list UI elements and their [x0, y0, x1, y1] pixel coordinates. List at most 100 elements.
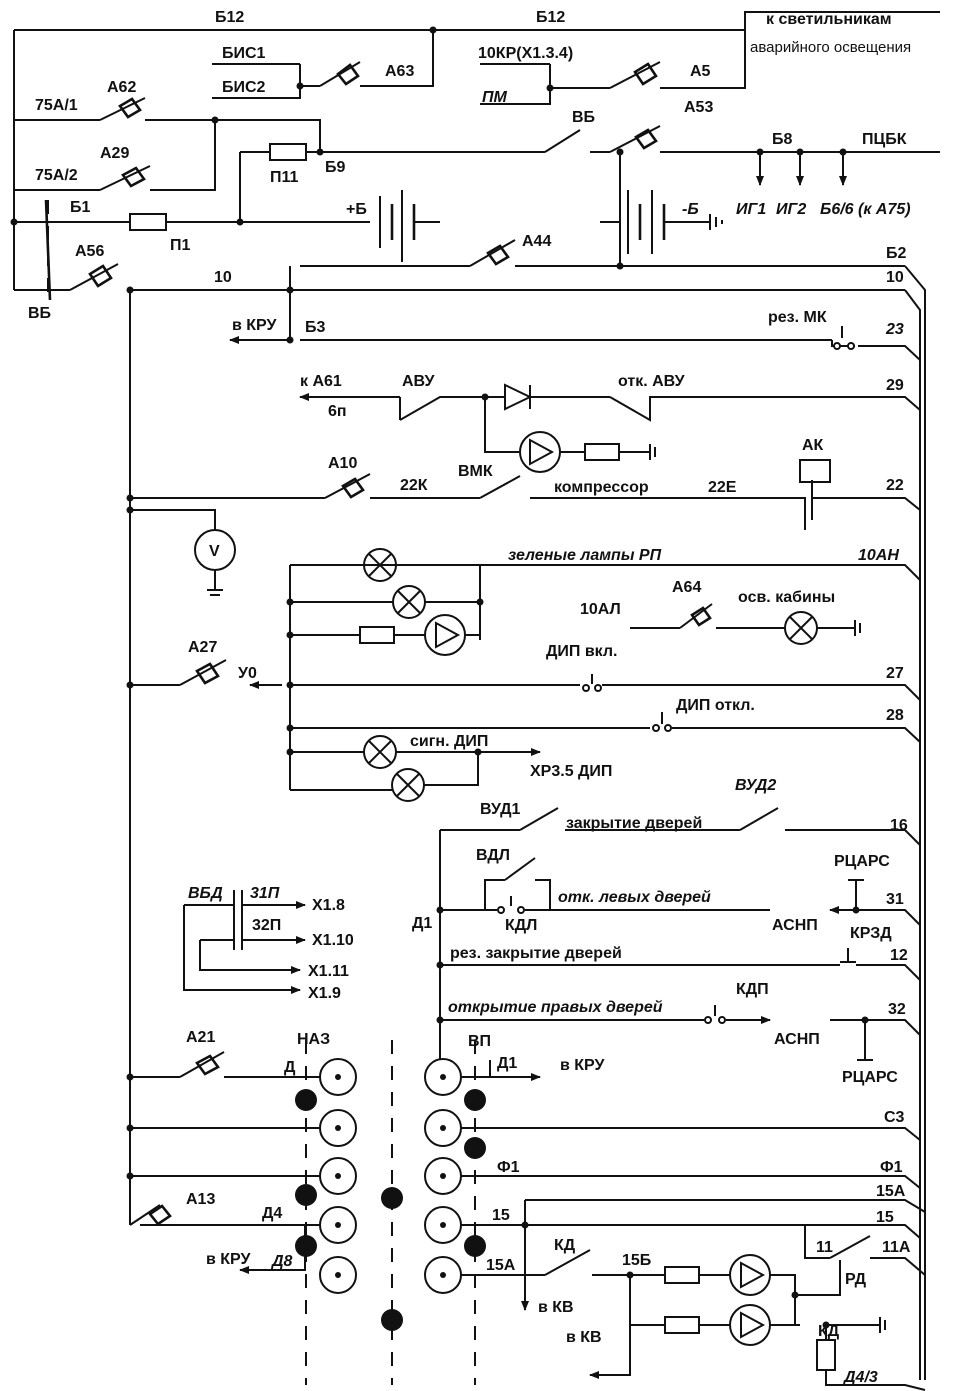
label-c3: С3 [884, 1109, 905, 1126]
label-b12-left: Б12 [215, 9, 244, 26]
label-10ah: 10АН [858, 547, 899, 564]
label-f1-right: Ф1 [880, 1159, 903, 1176]
label-ig2: ИГ2 [776, 201, 806, 218]
label-kdl: КДЛ [505, 917, 537, 934]
connectors-section [129, 1040, 926, 1391]
label-a56: А56 [75, 243, 104, 260]
label-a21: А21 [186, 1029, 215, 1046]
label-avu: АВУ [402, 373, 436, 390]
lamps-section [130, 548, 921, 802]
label-a64: А64 [672, 579, 701, 596]
label-x111: Х1.11 [308, 963, 349, 980]
label-cab-light: осв. кабины [738, 589, 835, 606]
label-v-kv-1: в КВ [538, 1299, 574, 1316]
label-otk-left: отк. левых дверей [558, 889, 711, 906]
label-b12-mid: Б12 [536, 9, 565, 26]
label-11a: 11А [882, 1239, 911, 1256]
battery-section [14, 152, 905, 301]
label-x18: Х1.8 [312, 897, 345, 914]
label-w22: 22 [886, 477, 904, 494]
label-v-kru-1: в КРУ [232, 317, 278, 334]
breaker-rows [14, 97, 940, 222]
label-a10: А10 [328, 455, 357, 472]
label-sign-dip: сигн. ДИП [410, 733, 488, 750]
label-vud1: ВУД1 [480, 801, 520, 818]
label-vdl: ВДЛ [476, 847, 510, 864]
doors-section [439, 807, 921, 1061]
label-31p: 31П [250, 885, 280, 902]
label-f1-left: Ф1 [497, 1159, 520, 1176]
label-asnp-1: АСНП [772, 917, 818, 934]
label-vbd: ВБД [188, 885, 223, 902]
label-asnp-2: АСНП [774, 1031, 820, 1048]
label-v-kru-3: в КРУ [206, 1251, 252, 1268]
junction-dots [10, 26, 869, 1329]
label-kd-2: КД [818, 1323, 840, 1340]
label-w31: 31 [886, 891, 904, 908]
label-a13: А13 [186, 1191, 215, 1208]
label-d1-conn: Д1 [497, 1055, 517, 1072]
label-close-doors: закрытие дверей [566, 815, 702, 832]
label-x110: Х1.10 [312, 932, 354, 949]
label-k-a61: к А61 [300, 373, 342, 390]
label-plus-b: +Б [346, 201, 367, 218]
label-w10-left: 10 [214, 269, 232, 286]
label-w6p: 6п [328, 403, 347, 420]
label-w11: 11 [816, 1239, 833, 1256]
label-d8: Д8 [270, 1253, 293, 1270]
label-d4: Д4 [262, 1205, 282, 1222]
label-v-kru-2: в КРУ [560, 1057, 606, 1074]
label-u0: У0 [238, 665, 257, 682]
label-vb-top: ВБ [572, 109, 595, 126]
label-vmk: ВМК [458, 463, 493, 480]
label-vp: ВП [468, 1033, 491, 1050]
label-minus-b: -Б [682, 201, 699, 218]
label-a44: А44 [522, 233, 551, 250]
label-22e: 22Е [708, 479, 737, 496]
label-rez-mk: рез. МК [768, 309, 827, 326]
label-pcbk: ПЦБК [862, 131, 907, 148]
schematic-labels: Б12 Б12 к светильникам аварийного освеще… [28, 9, 911, 1386]
label-voltmeter: V [209, 543, 220, 560]
label-bis1: БИС1 [222, 45, 266, 62]
label-kd-1: КД [554, 1237, 576, 1254]
label-kr3d: КРЗД [850, 925, 892, 942]
label-p11: П11 [270, 169, 299, 186]
vbd-switch [183, 890, 306, 994]
label-b3: Б3 [305, 319, 326, 336]
label-d-conn: Д [284, 1059, 296, 1076]
label-p1: П1 [170, 237, 191, 254]
label-a63: А63 [385, 63, 414, 80]
label-bis2: БИС2 [222, 79, 266, 96]
label-ig1: ИГ1 [736, 201, 766, 218]
label-b6-6: Б6/6 (к А75) [820, 201, 911, 218]
label-ak: АК [802, 437, 824, 454]
label-naz: НАЗ [297, 1031, 330, 1048]
label-w16: 16 [890, 817, 908, 834]
label-a62: А62 [107, 79, 136, 96]
label-green-lamps: зеленые лампы РП [508, 547, 662, 564]
label-vud2: ВУД2 [735, 777, 776, 794]
label-32p: 32П [252, 917, 281, 934]
label-rcars-2: РЦАРС [842, 1069, 898, 1086]
label-22k: 22К [400, 477, 428, 494]
label-b9: Б9 [325, 159, 346, 176]
label-b1: Б1 [70, 199, 91, 216]
label-dip-off: ДИП откл. [676, 697, 755, 714]
label-x19: Х1.9 [308, 985, 341, 1002]
label-rez-close: рез. закрытие дверей [450, 945, 622, 962]
label-rd: РД [845, 1271, 867, 1288]
label-w27: 27 [886, 665, 904, 682]
label-w32: 32 [888, 1001, 906, 1018]
label-pm: ПМ [482, 89, 508, 106]
label-vb-left: ВБ [28, 305, 51, 322]
label-d1-left: Д1 [412, 915, 432, 932]
label-w15-left: 15 [492, 1207, 510, 1224]
label-dip-on: ДИП вкл. [546, 643, 618, 660]
label-w15-right: 15 [876, 1209, 894, 1226]
label-w23: 23 [885, 321, 904, 338]
label-w10-right: 10 [886, 269, 904, 286]
label-kr10: 10КР(Х1.3.4) [478, 45, 573, 62]
label-d4-3: Д4/3 [842, 1369, 878, 1386]
label-15a: 15А [876, 1183, 906, 1200]
